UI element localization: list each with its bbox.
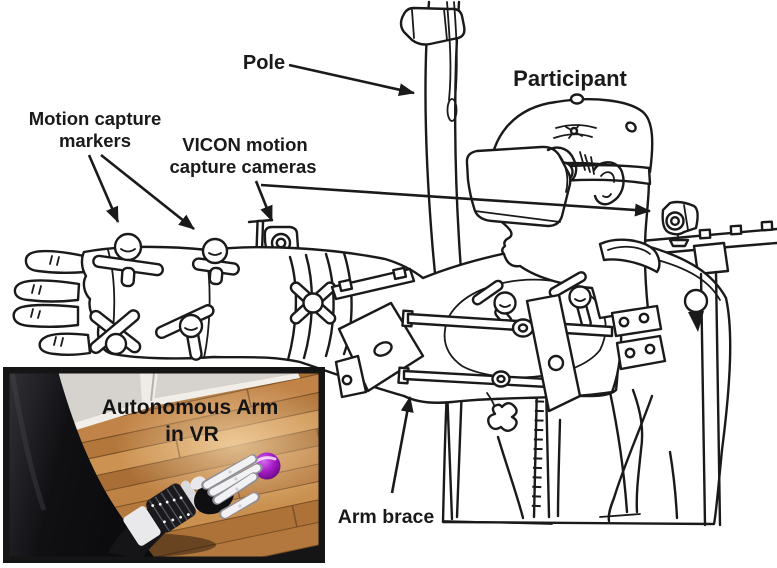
brace-mid-plate — [525, 293, 582, 413]
arrow-markers-1 — [87, 154, 120, 223]
label-arm-brace: Arm brace — [338, 506, 435, 528]
annotation-arrows — [87, 63, 651, 494]
arrow-markers-2 — [100, 153, 195, 231]
mocap-marker — [201, 237, 229, 265]
mocap-marker-shoulder — [683, 288, 709, 314]
arrow-camera-right — [260, 183, 651, 217]
arm-brace-assembly — [334, 293, 667, 432]
mocap-marker — [178, 313, 204, 339]
robot-upper-arm — [9, 373, 154, 557]
inset-title-line1: Autonomous Arm — [102, 396, 279, 419]
inset-scene: Autonomous Arm in VR — [9, 373, 319, 557]
rail-tab — [698, 228, 712, 240]
label-pole: Pole — [243, 52, 285, 74]
vr-headset — [465, 145, 572, 228]
arrow-arm-brace — [390, 396, 414, 494]
label-participant: Participant — [513, 66, 627, 91]
gown-hem — [442, 513, 641, 525]
rail-bracket — [692, 241, 730, 276]
mocap-marker — [302, 292, 324, 314]
camera-lens-inner — [275, 237, 287, 249]
annotation-labels: Pole Participant Motion capture markers … — [29, 52, 628, 528]
marker-strap — [688, 311, 704, 332]
label-motion-markers-line1: Motion capture — [29, 108, 162, 129]
mocap-marker — [493, 291, 517, 315]
label-vicon-line1: VICON motion — [182, 134, 307, 155]
mocap-markers-hand — [89, 232, 337, 361]
hair-wisp — [579, 151, 595, 175]
hand-fingers — [12, 249, 92, 356]
wall — [9, 373, 296, 437]
hanging-strap — [446, 1, 458, 101]
robot-fingers — [201, 454, 263, 519]
rail-tab — [729, 224, 743, 236]
rail-tab — [760, 220, 774, 232]
participant-head — [465, 93, 661, 320]
camera-mount — [668, 238, 690, 248]
arrow-pole — [288, 63, 415, 97]
label-vicon-line2: capture cameras — [169, 156, 316, 177]
helmet-marker — [569, 93, 585, 105]
brace-right-clamp — [610, 304, 663, 338]
participant-arm — [12, 232, 623, 404]
inset-title-line2: in VR — [165, 423, 219, 446]
vicon-camera-right — [661, 200, 699, 248]
arrow-camera-left — [254, 180, 274, 222]
pole — [399, 0, 470, 362]
headset-temple — [546, 146, 578, 182]
mocap-marker — [568, 285, 592, 309]
helmet-marker — [625, 121, 637, 133]
mocap-marker — [104, 332, 128, 356]
ear — [592, 161, 625, 206]
gown-seam-ticks — [531, 390, 545, 513]
vr-inset: Autonomous Arm in VR — [3, 367, 325, 563]
hanging-marker-clover — [487, 402, 518, 432]
baseboard — [9, 373, 300, 445]
label-motion-markers-line2: markers — [59, 130, 131, 151]
mocap-marker — [113, 232, 143, 262]
